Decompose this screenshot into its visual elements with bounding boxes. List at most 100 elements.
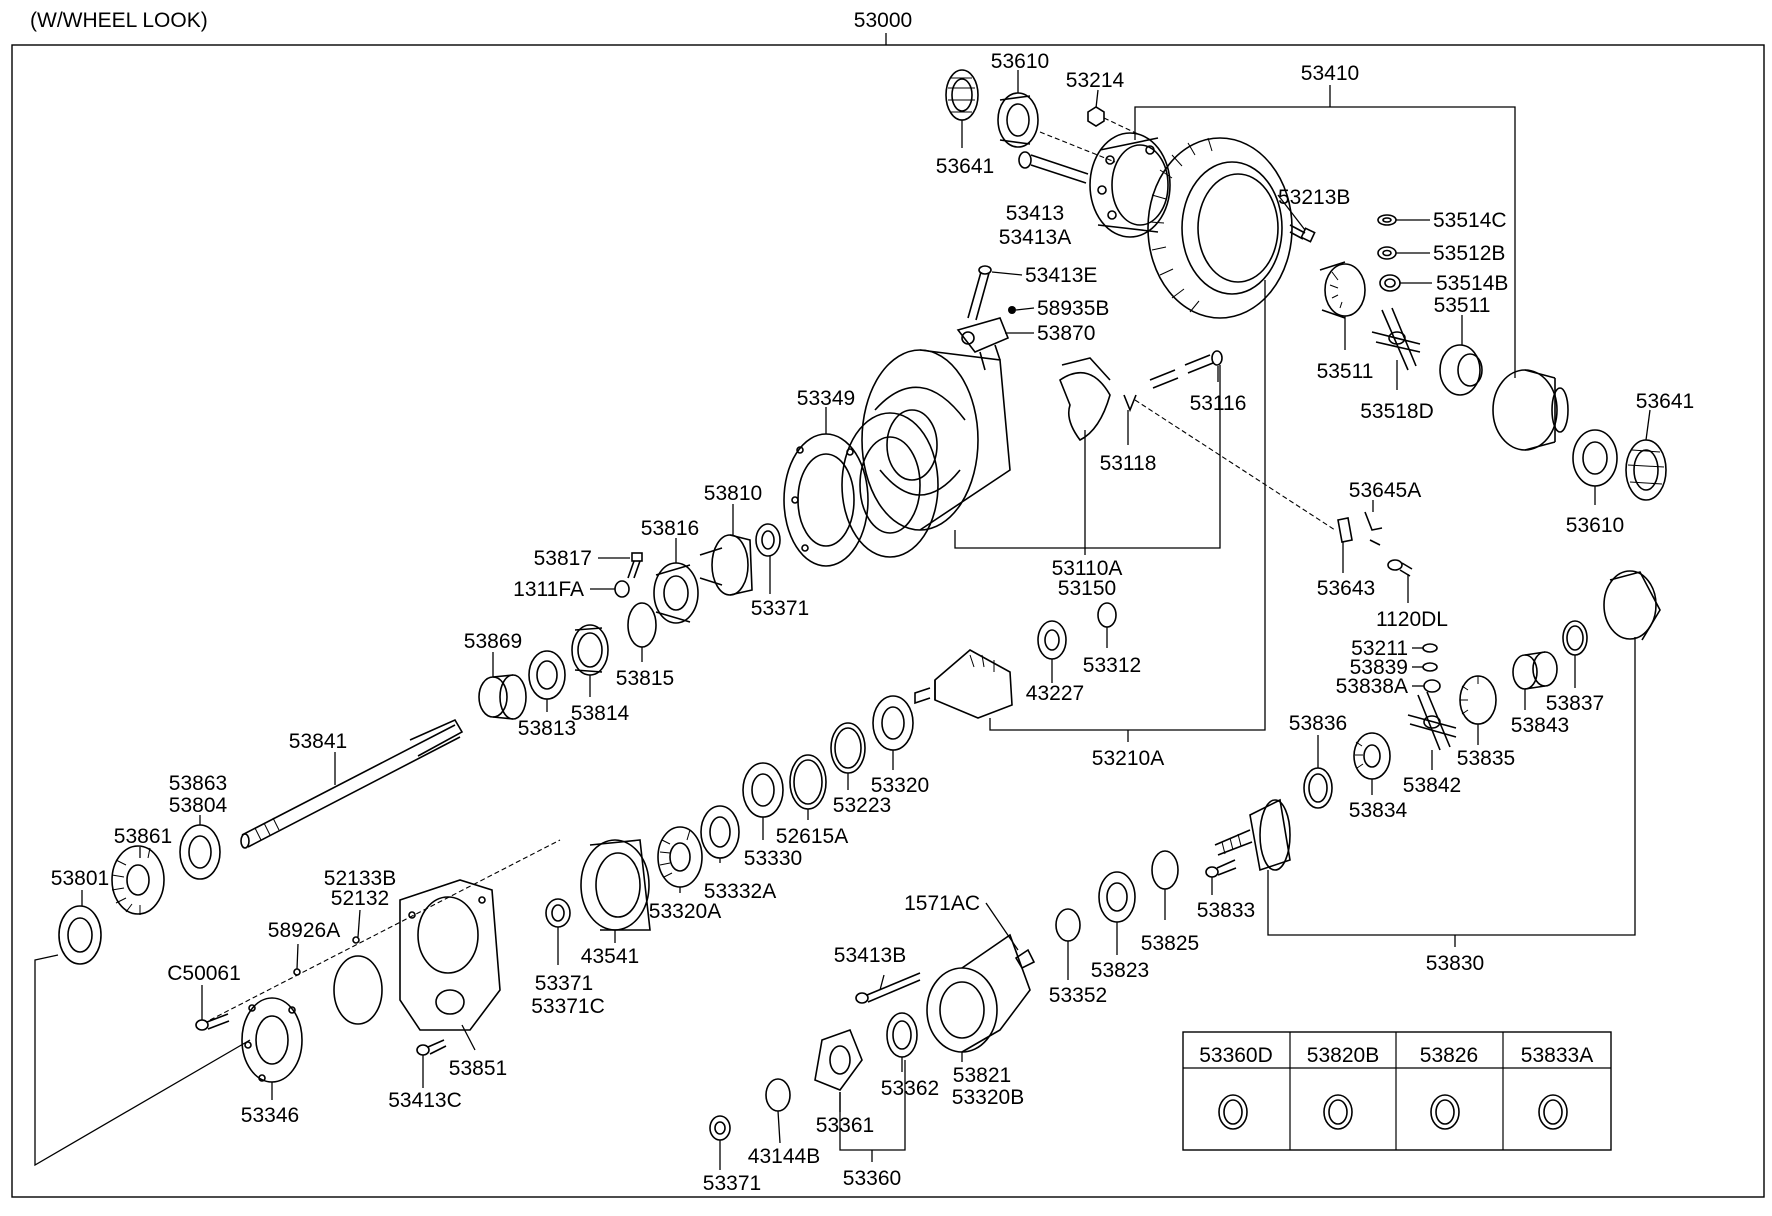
label-53838A: 53838A <box>1336 675 1408 698</box>
differential-housing-icon <box>1492 369 1569 451</box>
label-43144B: 43144B <box>748 1145 820 1168</box>
label-53610-top: 53610 <box>991 50 1049 73</box>
label-53512B: 53512B <box>1433 242 1505 265</box>
label-52615A: 52615A <box>776 825 848 848</box>
washer-53371-top-icon <box>755 523 781 557</box>
bearing-53610-top-icon <box>997 92 1039 148</box>
label-53361: 53361 <box>816 1114 874 1137</box>
adapter-housing-icon <box>861 349 1011 531</box>
snap-ring-53815-icon <box>627 602 657 648</box>
label-53346: 53346 <box>241 1104 299 1127</box>
ring-53836-icon <box>1303 767 1333 809</box>
ring-53312-icon <box>1097 602 1117 628</box>
label-53851: 53851 <box>449 1057 507 1080</box>
label-52133B: 52133B <box>324 867 396 890</box>
washer-53514B-icon <box>1379 274 1401 292</box>
label-1311FA: 1311FA <box>513 578 584 601</box>
label-53371-bottom: 53371 <box>703 1172 761 1195</box>
label-53410: 53410 <box>1301 62 1359 85</box>
label-53150: 53150 <box>1058 577 1116 600</box>
inset-header-53833A: 53833A <box>1521 1044 1593 1067</box>
label-C50061: C50061 <box>167 962 241 985</box>
cross-pin-53518D-icon <box>1371 307 1421 371</box>
label-53371-top: 53371 <box>751 597 809 620</box>
label-53362: 53362 <box>881 1077 939 1100</box>
housing-53821-icon <box>926 933 1031 1053</box>
label-58926A: 58926A <box>268 919 340 942</box>
label-52132: 52132 <box>331 887 389 910</box>
inset-ring-53360D-icon <box>1218 1094 1248 1130</box>
bearing-53813-icon <box>528 650 566 700</box>
cross-pin-53842-icon <box>1407 691 1457 751</box>
gear-53861-icon <box>111 845 165 915</box>
bolt-53213B-icon <box>1289 224 1316 243</box>
cover-plate-53346-icon <box>241 997 303 1083</box>
bearing-53816-icon <box>653 562 699 624</box>
label-53833: 53833 <box>1197 899 1255 922</box>
label-53843: 53843 <box>1511 714 1569 737</box>
label-53211: 53211 <box>1351 637 1408 660</box>
label-53839: 53839 <box>1350 656 1408 679</box>
gear-53320A-icon <box>657 826 703 888</box>
label-53804: 53804 <box>169 794 228 817</box>
label-53413: 53413 <box>1006 202 1064 225</box>
clip-53643-icon <box>1337 517 1353 543</box>
label-53863: 53863 <box>169 772 227 795</box>
gasket-53349-icon <box>783 433 869 567</box>
label-53110A: 53110A <box>1052 557 1123 580</box>
label-53518D: 53518D <box>1360 400 1434 423</box>
pinion-gear-53835-icon <box>1459 675 1497 725</box>
bolt-53413E-icon <box>967 265 992 321</box>
gear-53512B-icon <box>1377 246 1397 260</box>
o-ring-icon <box>333 955 383 1025</box>
nut-1311FA-icon <box>614 580 630 598</box>
label-53214: 53214 <box>1066 69 1125 92</box>
label-53118: 53118 <box>1100 452 1157 475</box>
pinion-53210A-icon <box>914 649 1013 719</box>
label-53511-left: 53511 <box>1317 360 1374 383</box>
bolt-1120DL-icon <box>1387 559 1413 577</box>
label-53312: 53312 <box>1083 654 1141 677</box>
bolt-53413B-icon <box>855 972 921 1004</box>
washer-53211-icon <box>1422 643 1438 653</box>
ring-53837-icon <box>1562 620 1588 656</box>
label-53814: 53814 <box>571 702 630 725</box>
label-53835: 53835 <box>1457 747 1515 770</box>
label-53320: 53320 <box>871 774 929 797</box>
label-53870: 53870 <box>1037 322 1095 345</box>
label-1120DL: 1120DL <box>1376 608 1448 631</box>
label-53413B: 53413B <box>834 944 906 967</box>
transfer-case-53851-icon <box>399 879 501 1031</box>
inset-header-53820B: 53820B <box>1307 1044 1379 1067</box>
label-53842: 53842 <box>1403 774 1461 797</box>
label-53360: 53360 <box>843 1167 901 1190</box>
inset-ring-53820B-icon <box>1323 1094 1353 1130</box>
pin-58926A-icon <box>293 968 301 976</box>
label-53810: 53810 <box>704 482 762 505</box>
sensor-53870-icon <box>956 317 1010 371</box>
label-53223: 53223 <box>833 794 891 817</box>
label-53861: 53861 <box>114 825 172 848</box>
bolt-53413C-icon <box>416 1039 447 1056</box>
washer-53371-bottom-icon <box>709 1115 731 1141</box>
shift-fork-53118-icon <box>1059 357 1137 442</box>
label-53210A: 53210A <box>1092 747 1164 770</box>
output-shaft-53841-icon <box>240 718 464 849</box>
bearing-53332A-icon <box>700 805 740 859</box>
label-53320B: 53320B <box>952 1086 1024 1109</box>
label-53817: 53817 <box>534 547 592 570</box>
inset-ring-53833A-icon <box>1538 1094 1568 1130</box>
inset-ring-53826-icon <box>1430 1094 1460 1130</box>
label-53511-right: 53511 <box>1434 294 1491 317</box>
label-53813: 53813 <box>518 717 576 740</box>
differential-cover-icon <box>1603 570 1661 641</box>
side-gear-53511-icon <box>1319 261 1366 319</box>
label-58935B: 58935B <box>1037 297 1109 320</box>
yoke-53361-icon <box>814 1028 863 1091</box>
ring-gear-icon <box>1147 137 1293 319</box>
label-43227: 43227 <box>1026 682 1084 705</box>
seal-53362-icon <box>886 1012 918 1058</box>
inset-header-53360D: 53360D <box>1199 1044 1273 1067</box>
inset-header-53826: 53826 <box>1420 1044 1478 1067</box>
